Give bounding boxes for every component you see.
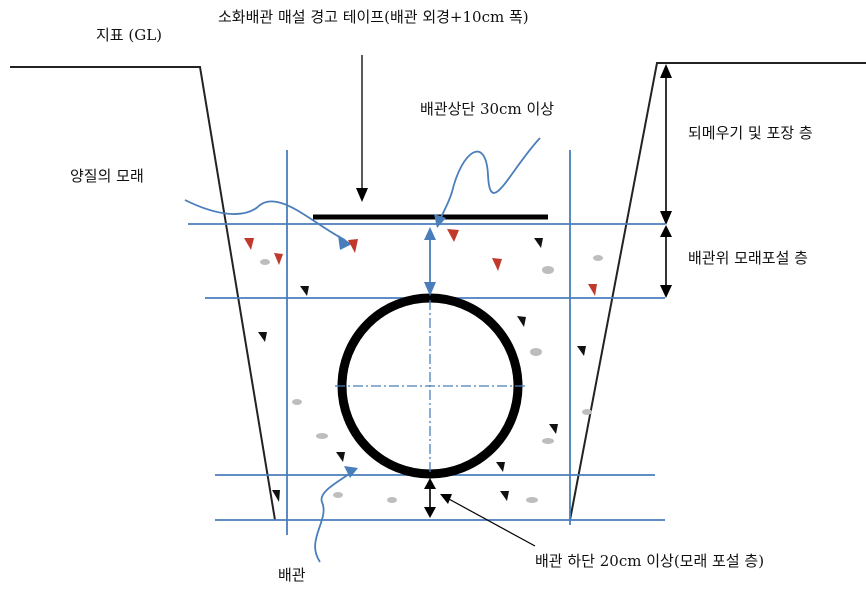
pipe-top-depth-label: 배관상단 30cm 이상 [420, 100, 555, 118]
ground-right [569, 62, 866, 521]
good-sand-leader [184, 199, 346, 241]
good-sand-label: 양질의 모래 [70, 167, 144, 185]
pipe-centerlines [335, 300, 525, 472]
good-sand-leader-head [338, 235, 352, 250]
pipe-top-leader-head [434, 214, 446, 228]
pipe-top-leader [439, 137, 541, 221]
sand-over-pipe-dimension [660, 225, 672, 298]
pipe-leader [314, 471, 353, 563]
ground-left [10, 66, 276, 521]
pipe-bottom-leader-head [440, 494, 452, 504]
ground-level-label: 지표 (GL) [96, 26, 163, 44]
tape-arrow-head [356, 188, 368, 202]
pipe-bottom-leader [446, 497, 536, 547]
gray-aggregate [260, 255, 603, 503]
red-aggregate [244, 229, 597, 296]
pipe-bottom-depth-label: 배관 하단 20cm 이상(모래 포설 층) [535, 552, 765, 570]
sand-over-pipe-layer-label: 배관위 모래포설 층 [688, 249, 808, 267]
warning-tape-label: 소화배관 매설 경고 테이프(배관 외경+10cm 폭) [218, 8, 529, 26]
backfill-dimension [660, 64, 672, 225]
pipe-leader-head [344, 466, 358, 478]
pipe-top-dimension [424, 227, 436, 296]
pipe-bottom-dimension [424, 478, 436, 518]
vertical-guide-lines [286, 150, 571, 535]
dark-aggregate [258, 238, 586, 502]
backfill-layer-label: 되메우기 및 포장 층 [688, 124, 813, 142]
pipe-label: 배관 [278, 566, 306, 584]
